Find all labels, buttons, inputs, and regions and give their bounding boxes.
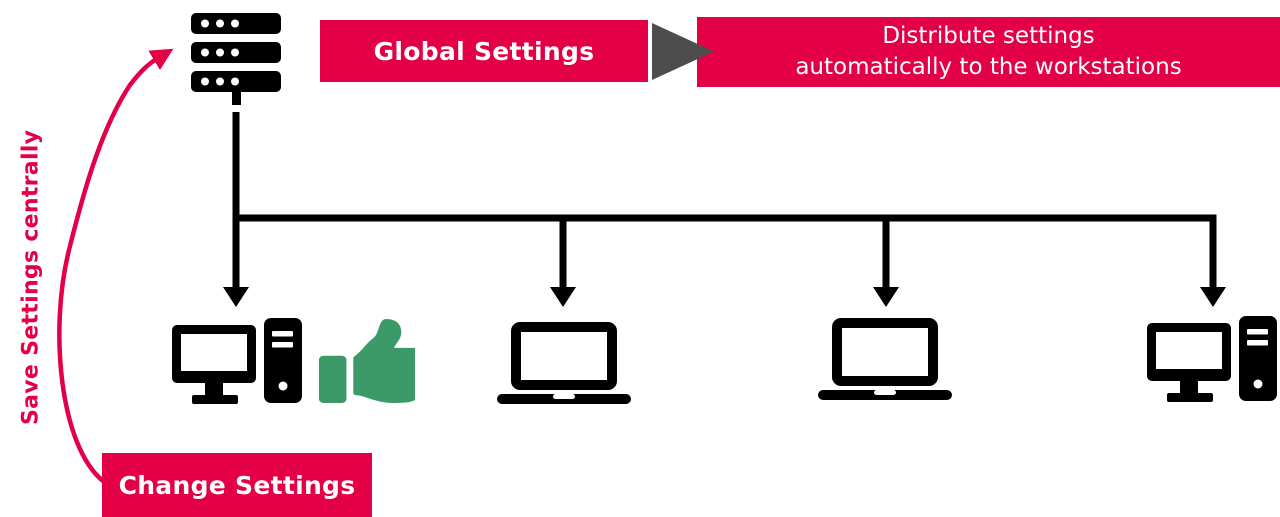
right-triangle-icon [652, 23, 714, 80]
distribute-line-1: Distribute settings [882, 23, 1095, 49]
change-to-server-curve [57, 48, 174, 483]
arrowhead-down-2 [550, 287, 576, 307]
save-settings-centrally-label: Save Settings centrally [18, 129, 44, 425]
thumbs-up-icon [319, 319, 415, 403]
laptop-icon [497, 322, 631, 404]
distribute-settings-banner: Distribute settings automatically to the… [697, 17, 1280, 87]
arrowhead-down-1 [223, 287, 249, 307]
arrowhead-down-4 [1200, 287, 1226, 307]
laptop-icon [818, 318, 952, 400]
distribute-line-2: automatically to the workstations [795, 54, 1182, 80]
server-icon [191, 13, 281, 105]
global-settings-label: Global Settings [373, 36, 595, 66]
desktop-computer-icon [172, 318, 302, 404]
global-settings-banner: Global Settings [320, 20, 648, 82]
change-settings-banner: Change Settings [102, 453, 372, 517]
arrowhead-down-3 [873, 287, 899, 307]
desktop-computer-icon [1147, 316, 1277, 402]
change-settings-label: Change Settings [118, 470, 356, 500]
